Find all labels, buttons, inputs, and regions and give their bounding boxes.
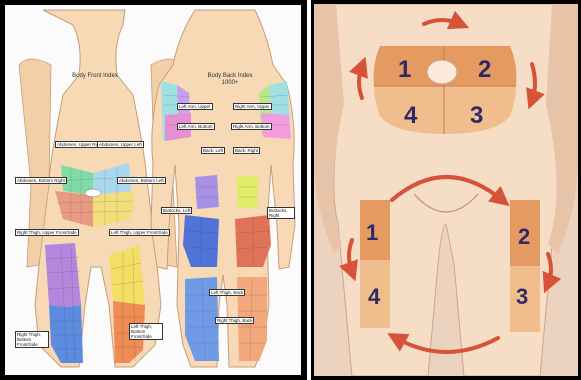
front-index-title: Body Front Index (55, 73, 135, 80)
label-left-thigh-back: Left Thigh, Back (209, 289, 245, 296)
abdomen-site-3: 3 (470, 102, 483, 130)
abdomen-site-1: 1 (398, 56, 411, 84)
front-abdomen-zones (55, 163, 135, 227)
body-index-chart: Body Front Index Body Back Index 1000+ A… (5, 5, 301, 375)
abdomen-site-2: 2 (478, 56, 491, 84)
back-index-title: Body Back Index (195, 73, 265, 80)
right-thigh-site-1: 1 (366, 220, 378, 246)
rotation-diagram-panel: 1 2 4 3 1 4 2 3 (311, 0, 581, 380)
label-buttocks-left: Buttocks, Left (161, 207, 192, 214)
body-index-drawing (5, 5, 301, 375)
label-abdomen-bottom-left: Abdomen, Bottom Left (117, 177, 166, 184)
label-right-thigh-bottom: Right Thigh, Bottom Front/Side (15, 331, 49, 348)
label-right-thigh-back: Right Thigh, Back (215, 317, 254, 324)
label-left-thigh-bottom: Left Thigh, Bottom Front/Side (129, 323, 163, 340)
abdomen-site-4: 4 (404, 102, 417, 130)
rotation-diagram: 1 2 4 3 1 4 2 3 (314, 4, 578, 376)
label-left-arm-upper: Left Arm, Upper (177, 103, 213, 110)
label-abdomen-bottom-right: Abdomen, Bottom Right (15, 177, 67, 184)
label-back-right: Back, Right (233, 147, 260, 154)
body-index-panel: Body Front Index Body Back Index 1000+ A… (0, 0, 307, 380)
label-abdomen-upper-left: Abdomen, Upper Left (97, 141, 144, 148)
label-left-thigh-upper: Left Thigh, Upper Front/Side (109, 229, 170, 236)
abdomen-rotation-zones (374, 46, 517, 134)
label-back-left: Back, Left (201, 147, 225, 154)
label-left-arm-bottom: Left Arm, Bottom (177, 123, 215, 130)
back-index-subtitle: 1000+ (195, 80, 265, 87)
label-buttocks-right: Buttocks, Right (267, 207, 295, 219)
label-right-arm-upper: Right Arm, Upper (233, 103, 272, 110)
label-right-arm-bottom: Right Arm, Bottom (231, 123, 272, 130)
left-thigh-site-2: 2 (518, 224, 530, 250)
left-thigh-site-3: 3 (516, 284, 528, 310)
label-right-thigh-upper: Right Thigh, Upper Front/Side (15, 229, 79, 236)
right-thigh-site-4: 4 (368, 284, 380, 310)
rotation-drawing (314, 4, 578, 376)
